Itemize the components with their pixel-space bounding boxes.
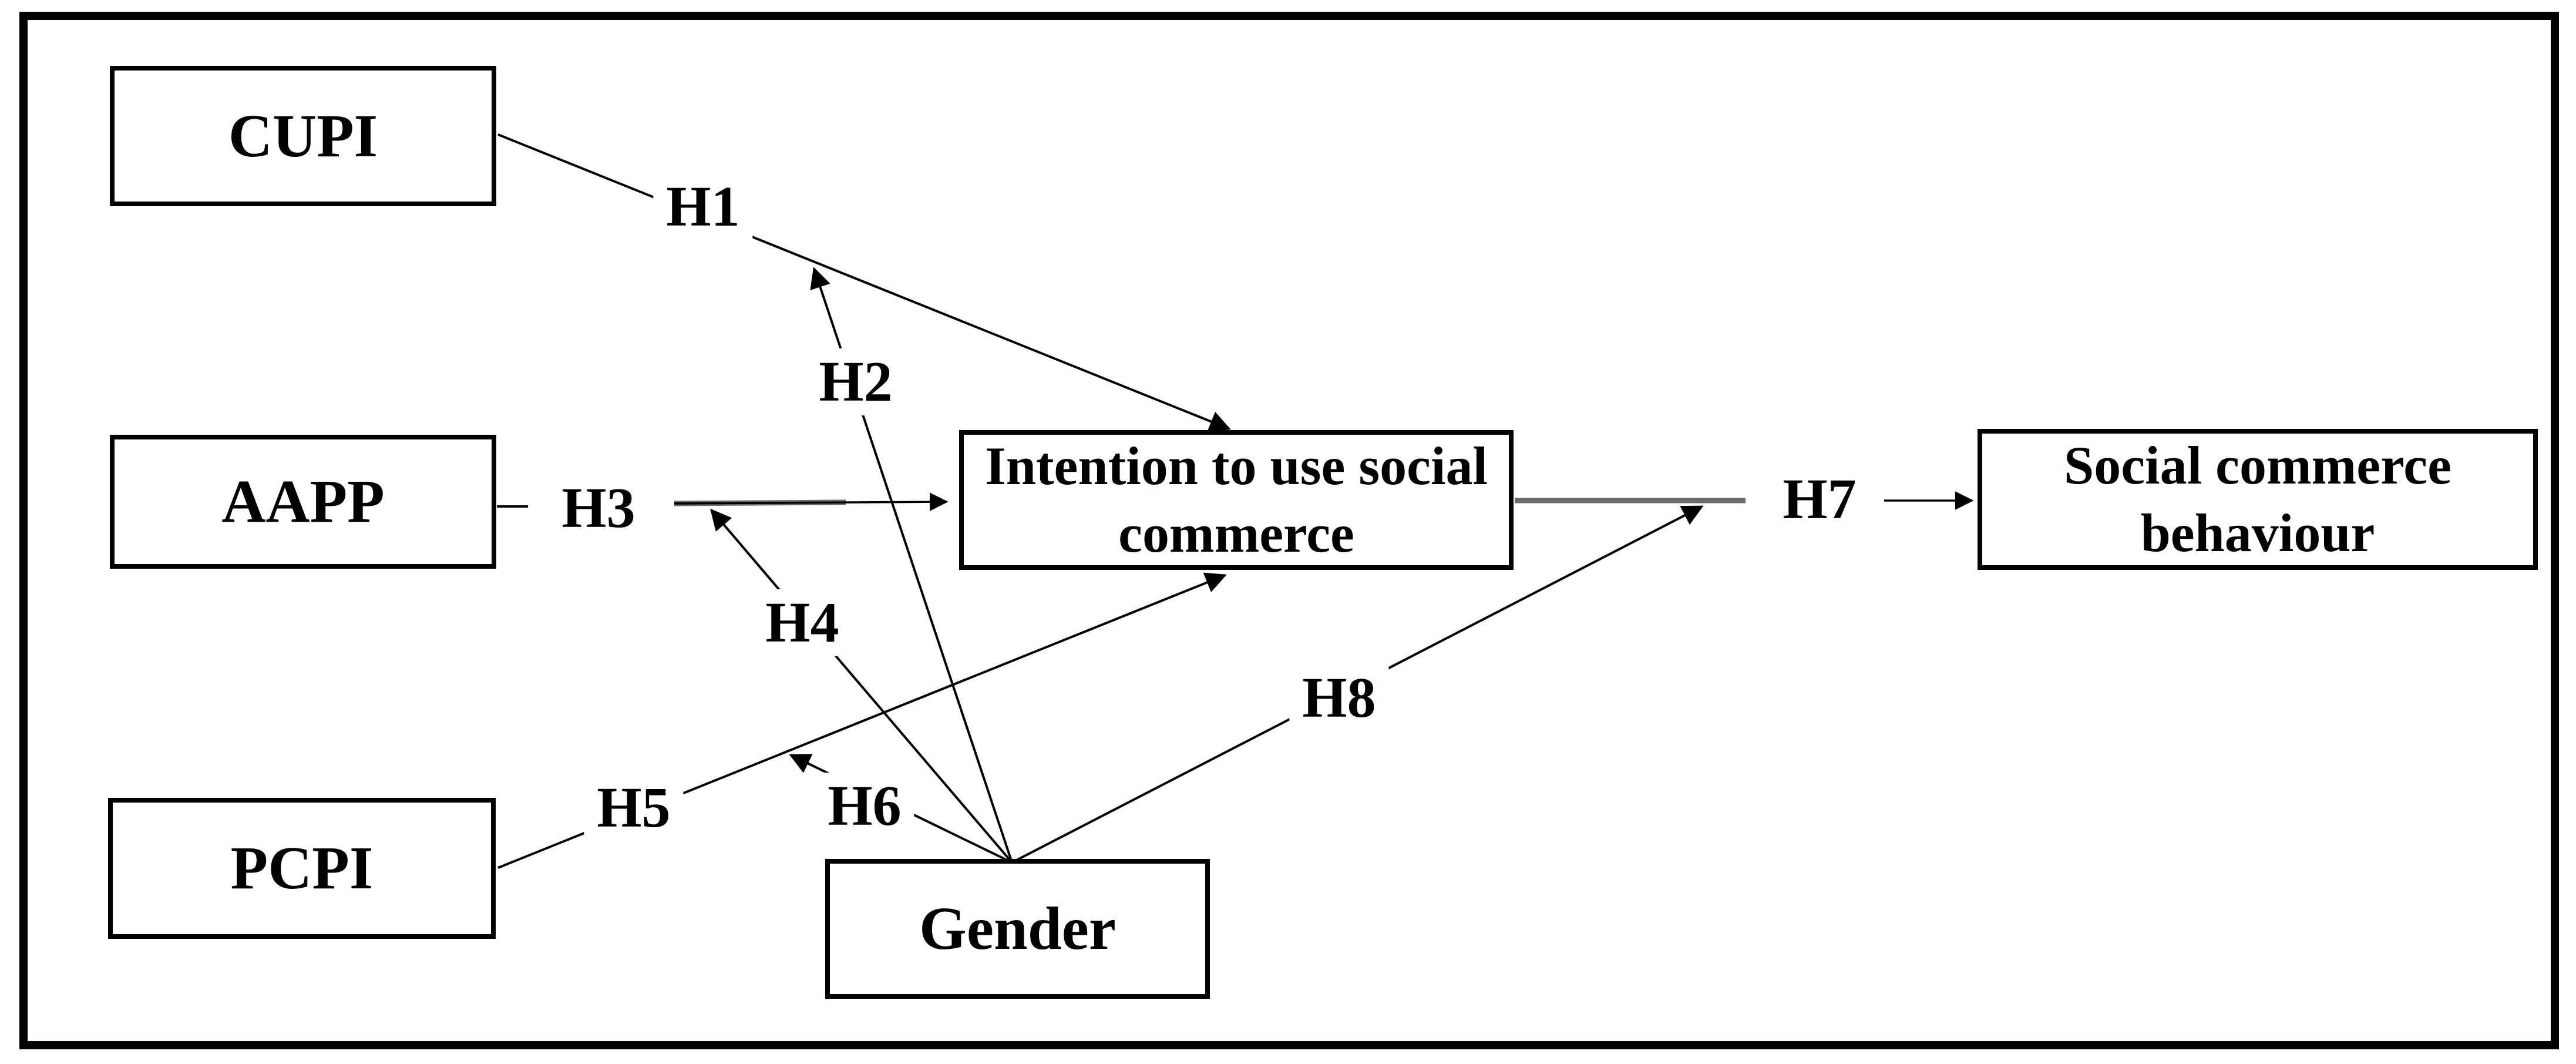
node-intention: Intention to use social commerce xyxy=(959,430,1514,570)
hypothesis-label-h8: H8 xyxy=(1289,664,1389,731)
hypothesis-label-h6: H6 xyxy=(815,773,914,840)
edge-h1-arrow xyxy=(497,133,1231,432)
hypothesis-label-h2: H2 xyxy=(806,348,906,415)
node-behaviour-label-line2: behaviour xyxy=(2140,503,2375,563)
node-aapp: AAPP xyxy=(110,435,496,569)
hypothesis-label-h1: H1 xyxy=(653,173,753,240)
hypothesis-label-h4: H4 xyxy=(752,589,852,656)
node-pcpi: PCPI xyxy=(108,798,496,939)
node-aapp-label: AAPP xyxy=(221,468,385,536)
node-pcpi-label: PCPI xyxy=(230,834,374,902)
node-intention-label-line2: commerce xyxy=(1118,504,1354,563)
node-gender-label: Gender xyxy=(919,895,1117,963)
edge-h3-arrow xyxy=(674,492,949,511)
edge-h4-arrow xyxy=(710,508,1013,864)
hypothesis-label-h3: H3 xyxy=(549,475,648,542)
node-behaviour-label-line1: Social commerce xyxy=(2064,435,2451,495)
figure-frame xyxy=(19,12,2559,1049)
node-gender: Gender xyxy=(825,859,1210,999)
hypothesis-label-h5: H5 xyxy=(584,774,684,841)
hypothesis-label-h7: H7 xyxy=(1770,466,1869,533)
node-behaviour: Social commerce behaviour xyxy=(1978,429,2538,570)
node-intention-label-line1: Intention to use social xyxy=(984,436,1488,496)
node-cupi: CUPI xyxy=(110,66,496,206)
node-cupi-label: CUPI xyxy=(228,102,378,170)
